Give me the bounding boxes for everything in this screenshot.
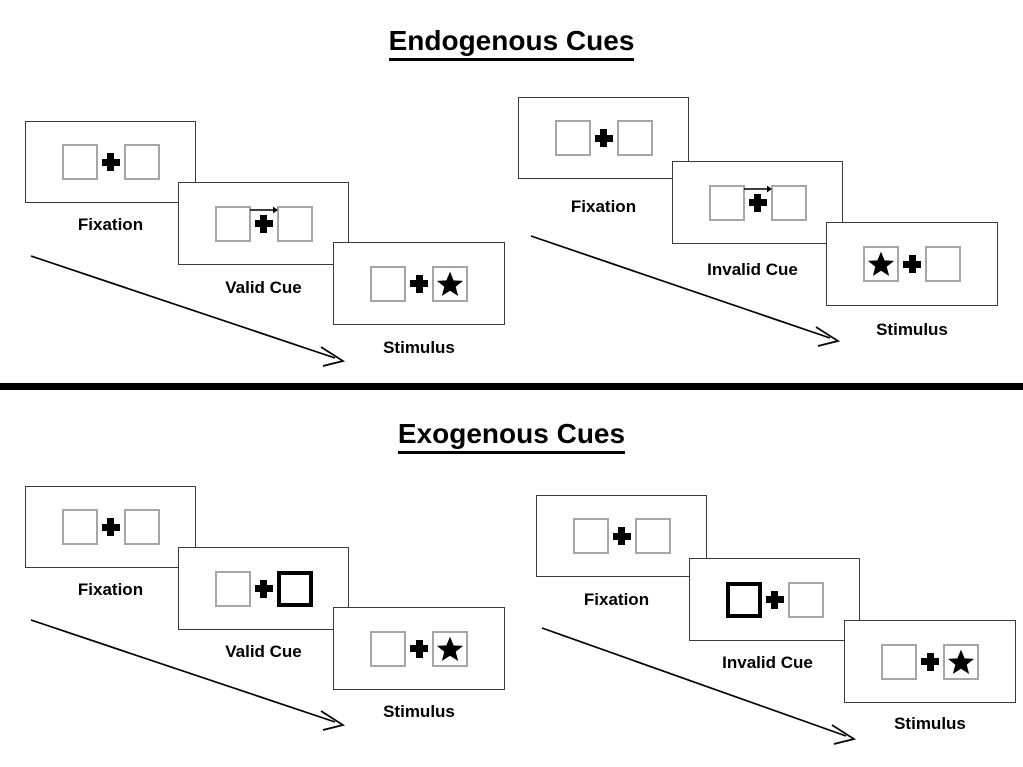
box-right (925, 246, 961, 282)
label-exogenous-invalid-cue: Invalid Cue (722, 653, 813, 672)
label-endogenous-invalid-cue: Invalid Cue (707, 260, 798, 279)
panel-exogenous-invalid-fixation (536, 495, 707, 577)
panel-exogenous-valid-cue (178, 547, 349, 630)
label-exogenous-valid-cue: Valid Cue (225, 642, 302, 661)
fixation-cross-icon (98, 144, 124, 180)
box-left-cued (725, 581, 762, 618)
box-right-with-target (432, 630, 468, 667)
arrow-right-cue-icon (743, 185, 772, 192)
box-left (61, 144, 98, 180)
flow-arrow-endogenous-invalid (530, 235, 841, 347)
box-right (634, 518, 671, 554)
fixation-cross-icon (743, 185, 772, 221)
panel-exogenous-invalid-stimulus (844, 620, 1016, 703)
panel-exogenous-invalid-cue (689, 558, 860, 641)
box-right-cued (276, 570, 313, 607)
panel-exogenous-valid-fixation (25, 486, 196, 568)
fixation-cross-icon (251, 571, 277, 607)
label-exogenous-invalid-fixation: Fixation (583, 590, 650, 609)
flow-arrow-exogenous-valid (30, 619, 346, 731)
box-left (61, 509, 98, 545)
fixation-cross-icon (917, 644, 943, 680)
fixation-cross-icon (98, 509, 124, 545)
box-left (370, 630, 406, 667)
section-title-endogenous-text: Endogenous Cues (388, 25, 635, 61)
star-target-icon (436, 271, 464, 296)
panel-exogenous-valid-stimulus (333, 607, 505, 690)
section-title-endogenous: Endogenous Cues (0, 25, 1023, 61)
box-right (616, 120, 653, 156)
panel-endogenous-invalid-cue (672, 161, 843, 244)
arrow-right-cue-icon (249, 206, 278, 213)
box-right (276, 205, 313, 242)
label-endogenous-invalid-stimulus: Stimulus (876, 320, 948, 339)
panel-endogenous-invalid-stimulus (826, 222, 998, 306)
box-right (123, 144, 160, 180)
section-title-exogenous: Exogenous Cues (0, 418, 1023, 454)
fixation-cross-icon (249, 206, 278, 242)
box-left (214, 570, 251, 607)
section-divider (0, 383, 1023, 390)
fixation-cross-icon (609, 518, 635, 554)
box-right (787, 581, 824, 618)
box-left (554, 120, 591, 156)
panel-endogenous-valid-cue (178, 182, 349, 265)
fixation-cross-icon (899, 246, 925, 282)
label-exogenous-valid-fixation: Fixation (77, 580, 144, 599)
box-left (572, 518, 609, 554)
box-left (708, 184, 745, 221)
fixation-cross-icon (406, 631, 432, 667)
box-left (370, 265, 406, 302)
star-target-icon (947, 649, 975, 674)
label-exogenous-invalid-stimulus: Stimulus (894, 714, 966, 733)
panel-endogenous-valid-stimulus (333, 242, 505, 325)
label-exogenous-valid-stimulus: Stimulus (383, 702, 455, 721)
fixation-cross-icon (762, 582, 788, 618)
fixation-cross-icon (591, 120, 617, 156)
box-right (770, 184, 807, 221)
panel-endogenous-invalid-fixation (518, 97, 689, 179)
flow-arrow-endogenous-valid (30, 255, 346, 367)
panel-endogenous-valid-fixation (25, 121, 196, 203)
label-endogenous-invalid-fixation: Fixation (570, 197, 637, 216)
star-target-icon (436, 636, 464, 661)
label-endogenous-valid-stimulus: Stimulus (383, 338, 455, 357)
box-right-with-target (943, 643, 979, 680)
box-right-with-target (432, 265, 468, 302)
box-left (881, 643, 917, 680)
box-left-with-target (863, 246, 899, 282)
star-target-icon (867, 251, 895, 277)
box-right (123, 509, 160, 545)
fixation-cross-icon (406, 266, 432, 302)
box-left (214, 205, 251, 242)
label-endogenous-valid-cue: Valid Cue (225, 278, 302, 297)
section-title-exogenous-text: Exogenous Cues (397, 418, 626, 454)
label-endogenous-valid-fixation: Fixation (77, 215, 144, 234)
